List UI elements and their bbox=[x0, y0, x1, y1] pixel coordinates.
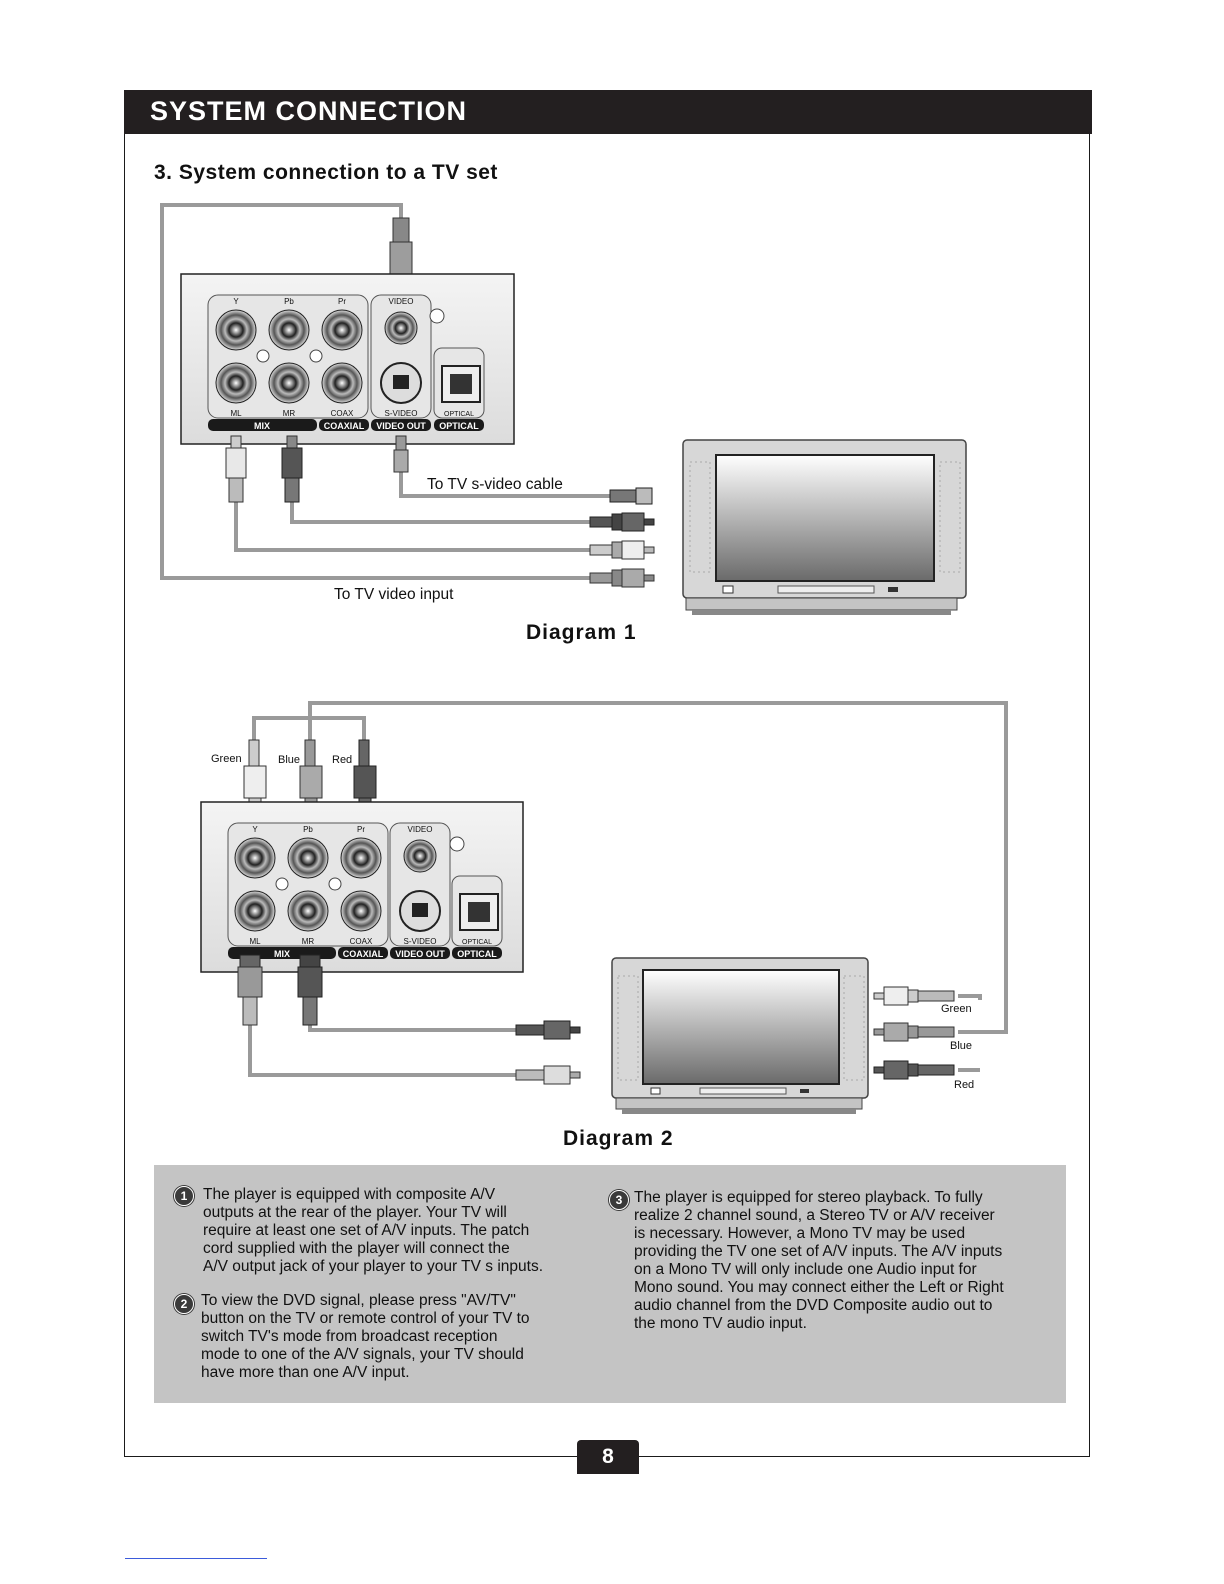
page-title: SYSTEM CONNECTION bbox=[150, 96, 468, 126]
note-1-text: The player is equipped with composite A/… bbox=[203, 1186, 544, 1275]
d1-cables bbox=[160, 203, 612, 580]
d1-video-plug-top bbox=[389, 217, 413, 283]
d1-svideo-cable-label: To TV s-video cable bbox=[427, 476, 563, 493]
d1-label-coax: COAX bbox=[331, 409, 354, 418]
d2-top-plugs bbox=[243, 739, 377, 811]
d1-jacks bbox=[215, 308, 481, 404]
d2-jacks bbox=[234, 836, 499, 932]
d2-end-plugs-left bbox=[515, 1020, 581, 1085]
d1-label-y: Y bbox=[233, 297, 239, 306]
d2-label-coax: COAX bbox=[350, 937, 373, 946]
note-2-number: 2 bbox=[174, 1294, 194, 1314]
d1-label-optical-small: OPTICAL bbox=[444, 411, 474, 418]
d2-audio-plugs bbox=[237, 954, 323, 1026]
d1-audio-plugs bbox=[225, 435, 409, 503]
d2-red-label: Red bbox=[332, 754, 352, 766]
d2-label-video: VIDEO bbox=[408, 825, 433, 834]
page-number: 8 bbox=[577, 1440, 639, 1474]
d2-label-pb: Pb bbox=[303, 825, 313, 834]
d2-tv bbox=[611, 957, 869, 1114]
note-3-text: The player is equipped for stereo playba… bbox=[634, 1189, 1004, 1332]
d1-back-panel: Y Pb Pr VIDEO ML MR COAX S-VIDEO OPTICAL… bbox=[180, 273, 515, 445]
d1-label-video: VIDEO bbox=[389, 297, 414, 306]
connection-diagrams: Y Pb Pr VIDEO ML MR COAX S-VIDEO OPTICAL… bbox=[160, 203, 1008, 1114]
d2-label-bar: MIX COAXIAL VIDEO OUT OPTICAL bbox=[228, 947, 502, 959]
diagram-2-caption: Diagram 2 bbox=[563, 1127, 674, 1150]
d1-end-plugs bbox=[589, 487, 655, 588]
d2-end-plugs-right bbox=[873, 986, 955, 1080]
title-bar: SYSTEM CONNECTION bbox=[124, 90, 1092, 134]
d2-label-mix: MIX bbox=[274, 949, 290, 959]
d1-label-mix: MIX bbox=[254, 421, 270, 431]
d1-label-ml: ML bbox=[230, 409, 242, 418]
note-3-number: 3 bbox=[609, 1190, 629, 1210]
d1-label-svideo: S-VIDEO bbox=[385, 409, 418, 418]
d2-blue-label: Blue bbox=[278, 754, 300, 766]
diagram-1: Y Pb Pr VIDEO ML MR COAX S-VIDEO OPTICAL… bbox=[160, 203, 967, 615]
footer-rule bbox=[125, 1558, 267, 1559]
d2-label-coaxial: COAXIAL bbox=[343, 949, 384, 959]
d2-label-video-out: VIDEO OUT bbox=[395, 949, 445, 959]
d1-label-pb: Pb bbox=[284, 297, 294, 306]
d1-label-coaxial: COAXIAL bbox=[324, 421, 365, 431]
section-heading: 3. System connection to a TV set bbox=[154, 161, 498, 184]
d2-tv-blue-label: Blue bbox=[950, 1040, 972, 1052]
d2-label-svideo: S-VIDEO bbox=[404, 937, 437, 946]
d2-cables bbox=[248, 701, 1008, 1077]
note-1-number: 1 bbox=[174, 1186, 194, 1206]
d2-green-label: Green bbox=[211, 753, 242, 765]
d2-label-mr: MR bbox=[302, 937, 315, 946]
d2-label-ml: ML bbox=[249, 937, 261, 946]
d1-tv bbox=[682, 439, 967, 615]
d2-label-y: Y bbox=[252, 825, 258, 834]
d2-label-pr: Pr bbox=[357, 825, 365, 834]
diagram-1-caption: Diagram 1 bbox=[526, 621, 637, 644]
d2-tv-red-label: Red bbox=[954, 1079, 974, 1091]
d2-label-optical-small: OPTICAL bbox=[462, 939, 492, 946]
d2-label-optical: OPTICAL bbox=[457, 949, 497, 959]
notes-box: 1 The player is equipped with composite … bbox=[154, 1165, 1066, 1403]
d1-label-pr: Pr bbox=[338, 297, 346, 306]
d1-label-video-out: VIDEO OUT bbox=[376, 421, 426, 431]
d1-video-input-label: To TV video input bbox=[334, 586, 454, 603]
d2-tv-green-label: Green bbox=[941, 1003, 972, 1015]
d1-label-bar: MIX COAXIAL VIDEO OUT OPTICAL bbox=[208, 419, 484, 431]
d1-label-optical: OPTICAL bbox=[439, 421, 479, 431]
d2-back-panel: Y Pb Pr VIDEO ML MR COAX S-VIDEO OPTICAL… bbox=[200, 801, 524, 973]
diagram-2: Green Blue Red bbox=[200, 701, 1008, 1114]
note-2-text: To view the DVD signal, please press "AV… bbox=[201, 1292, 530, 1381]
d1-label-mr: MR bbox=[283, 409, 296, 418]
